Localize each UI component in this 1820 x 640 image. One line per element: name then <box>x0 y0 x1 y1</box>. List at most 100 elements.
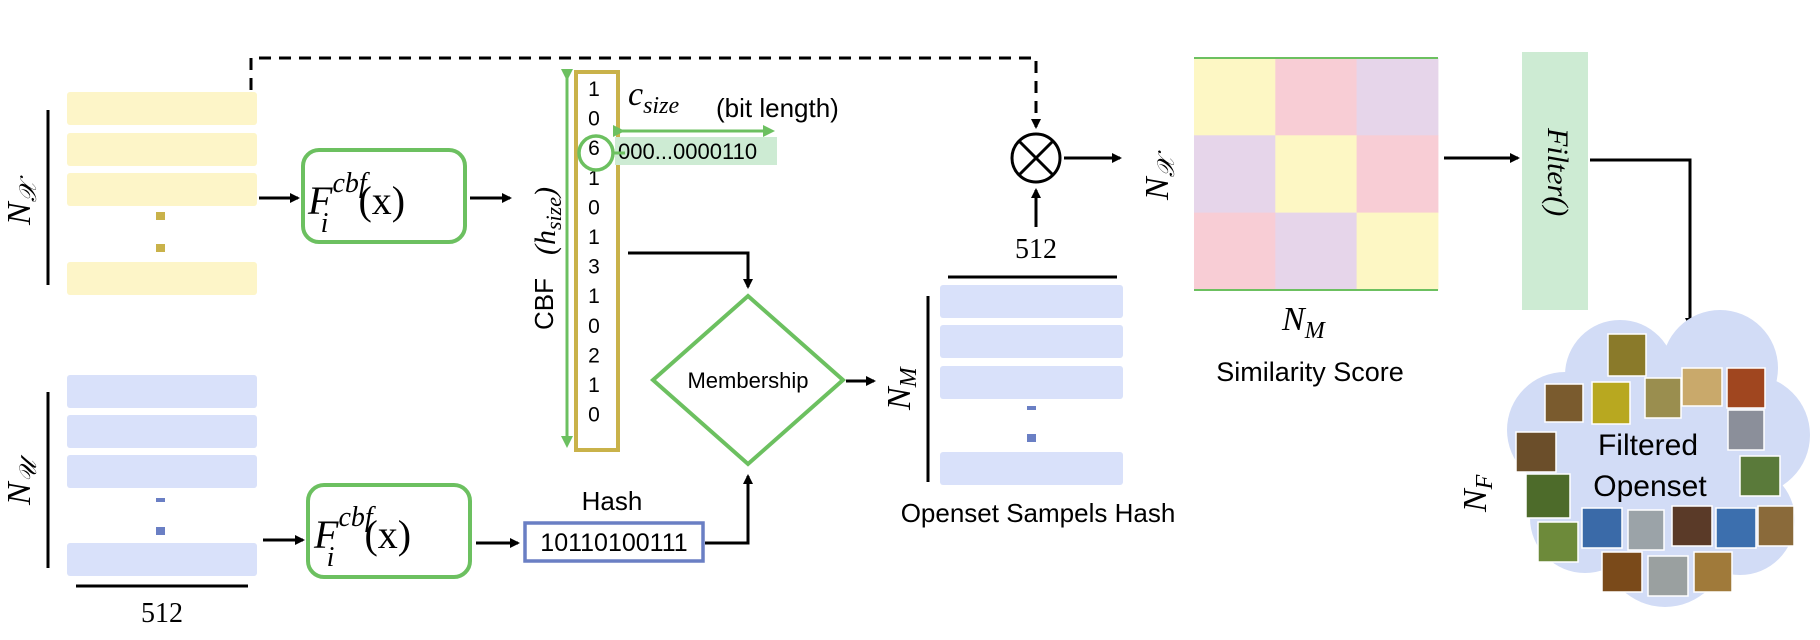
thumbnail-image <box>1525 473 1571 519</box>
cbf-values: 1 0 6 1 0 1 3 1 0 2 1 0 <box>588 78 600 427</box>
binary-value: 000...0000110 <box>618 139 757 164</box>
nf-label: NF <box>1457 474 1498 513</box>
thumbnail-image <box>1726 367 1766 409</box>
cbf-counter-value: 1 <box>588 285 600 308</box>
cbf-counter-value: 1 <box>588 374 600 397</box>
ellipsis-dot <box>1027 434 1036 442</box>
similarity-cell <box>1194 212 1276 291</box>
cbf-counter-value: 0 <box>588 404 600 427</box>
hash-group: Hash 10110100111 <box>523 486 705 563</box>
multiply-operator <box>1010 132 1062 184</box>
openset-row <box>940 452 1123 485</box>
cbf-counter-value: 1 <box>588 167 600 190</box>
ellipsis-dot <box>156 498 165 502</box>
thumbnail-image <box>1671 505 1713 547</box>
cbf-array: 1 0 6 1 0 1 3 1 0 2 1 0 CBF (hsize) <box>529 69 620 452</box>
csize-label: csize <box>628 76 679 119</box>
thumbnail-image <box>1693 551 1733 593</box>
input-u-group: N𝒰 512 <box>1 375 257 629</box>
ellipsis-dot <box>1027 406 1036 410</box>
similarity-cell <box>1194 135 1276 214</box>
thumbnail-image <box>1537 521 1579 563</box>
arrow <box>705 474 753 545</box>
ellipsis-dot <box>156 244 165 252</box>
similarity-cell <box>1275 212 1358 291</box>
thumbnail-image <box>1757 505 1795 547</box>
bit-length-label: (bit length) <box>716 93 839 123</box>
similarity-cell <box>1275 58 1358 136</box>
ellipsis-dot <box>156 212 165 220</box>
hsize-label: (hsize) <box>529 187 566 255</box>
thumbnail-image <box>1581 507 1623 549</box>
cbf-counter-value: 2 <box>588 344 600 367</box>
cbf-counter-value: 3 <box>588 256 600 279</box>
openset-row <box>940 285 1123 318</box>
similarity-cell <box>1194 58 1276 136</box>
arrow <box>628 251 753 289</box>
input-x-row <box>67 262 257 295</box>
filtered-line2: Openset <box>1593 470 1707 503</box>
openset-row <box>940 325 1123 358</box>
similarity-caption: Similarity Score <box>1216 357 1404 387</box>
similarity-matrix <box>1194 58 1439 291</box>
thumbnail-image <box>1727 409 1765 451</box>
filtered-openset-cloud: Filtered Openset NF <box>1457 310 1810 607</box>
cbf-counter-value: 0 <box>588 108 600 131</box>
nm-label: NM <box>1281 301 1327 344</box>
openset-row <box>940 366 1123 399</box>
hash-box <box>523 521 705 563</box>
openset-caption: Openset Sampels Hash <box>901 498 1176 528</box>
input-x-row <box>67 92 257 125</box>
similarity-cell <box>1356 135 1439 214</box>
input-u-row <box>67 415 257 448</box>
binary-highlight <box>615 137 777 165</box>
cbf-label: CBF <box>529 278 559 330</box>
image-thumbnails <box>1515 333 1795 597</box>
nu-label: N𝒰 <box>1 454 42 506</box>
hash-label: Hash <box>582 486 643 516</box>
thumbnail-image <box>1715 507 1757 549</box>
input-u-row <box>67 543 257 576</box>
cbf-counter-value: 1 <box>588 226 600 249</box>
input-x-row <box>67 133 257 166</box>
similarity-cell <box>1356 58 1439 136</box>
input-u-row <box>67 455 257 488</box>
thumbnail-image <box>1607 333 1647 377</box>
cbf-counter-value: 1 <box>588 78 600 101</box>
similarity-cell <box>1275 135 1358 214</box>
openset-hash-group: NM Openset Sampels Hash 512 <box>881 234 1175 528</box>
nx-label: N𝒳 <box>1 174 42 226</box>
similarity-cell <box>1356 212 1439 291</box>
input-u-row <box>67 375 257 408</box>
ny-label: N𝒳 <box>1139 149 1180 201</box>
width-512-label: 512 <box>1015 234 1057 265</box>
hash-value: 10110100111 <box>540 529 687 557</box>
input-x-group: N𝒳 <box>1 92 257 295</box>
input-x-row <box>67 173 257 206</box>
cbf-counter-value: 0 <box>588 196 600 219</box>
cbf-counter-value: 6 <box>588 137 600 160</box>
thumbnail-image <box>1644 377 1682 419</box>
membership-diamond: Membership <box>649 293 847 467</box>
thumbnail-image <box>1681 367 1723 407</box>
ellipsis-dot <box>156 527 165 535</box>
similarity-group: N𝒳 NM Similarity Score <box>1139 57 1439 387</box>
thumbnail-image <box>1601 551 1643 593</box>
csize-group: csize (bit length) 000...0000110 <box>613 76 839 165</box>
thumbnail-image <box>1544 383 1584 423</box>
dashed-feature-path <box>249 56 1041 129</box>
filter-block: Filter() <box>1522 52 1588 310</box>
filtered-line1: Filtered <box>1598 429 1698 462</box>
thumbnail-image <box>1515 431 1557 473</box>
membership-label: Membership <box>687 368 808 393</box>
nm-label: NM <box>881 365 922 411</box>
cbf-counter-value: 0 <box>588 315 600 338</box>
filter-label: Filter() <box>1541 127 1574 216</box>
thumbnail-image <box>1739 455 1781 497</box>
